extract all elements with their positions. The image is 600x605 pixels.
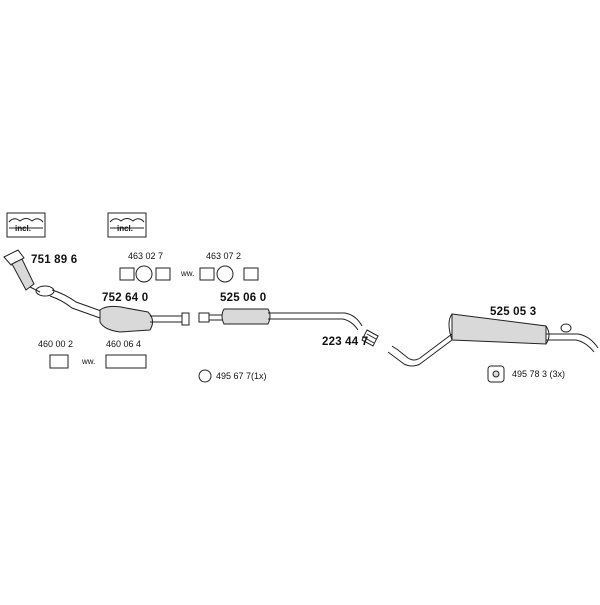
part-number-463072: 463 07 2 — [206, 251, 242, 261]
part-number-460002: 460 00 2 — [38, 339, 74, 349]
part-number-463027: 463 02 7 — [128, 251, 164, 261]
included-kit-icon — [107, 212, 147, 238]
part-number-752640: 752 64 0 — [102, 292, 149, 304]
ww-label: ww. — [181, 269, 195, 278]
part-number-223447: 223 44 7 — [322, 336, 369, 348]
part-number-495783: 495 78 3 (3x) — [512, 369, 566, 379]
included-kit-icon — [6, 212, 46, 238]
ww-label: ww. — [82, 357, 96, 366]
part-number-751896: 751 89 6 — [31, 254, 78, 266]
fitting-460064 — [105, 354, 147, 369]
incl-label: incl. — [117, 224, 134, 233]
part-number-525053: 525 05 3 — [490, 306, 537, 318]
part-number-525060: 525 06 0 — [220, 292, 267, 304]
manifold-part — [3, 249, 55, 297]
fitting-463072 — [199, 265, 259, 283]
rear-silencer-part — [387, 313, 599, 367]
incl-label: incl. — [15, 224, 32, 233]
fitting-463027 — [119, 265, 171, 283]
clamp-223-part — [361, 329, 379, 347]
fitting-460002 — [49, 354, 69, 369]
clamp-ring-icon — [198, 369, 212, 383]
middle-silencer-part — [198, 308, 363, 331]
part-number-495677: 495 67 7(1x) — [216, 371, 267, 381]
catalyst-part — [49, 289, 190, 333]
part-number-460064: 460 06 4 — [106, 339, 142, 349]
rubber-mount-icon — [487, 365, 505, 383]
